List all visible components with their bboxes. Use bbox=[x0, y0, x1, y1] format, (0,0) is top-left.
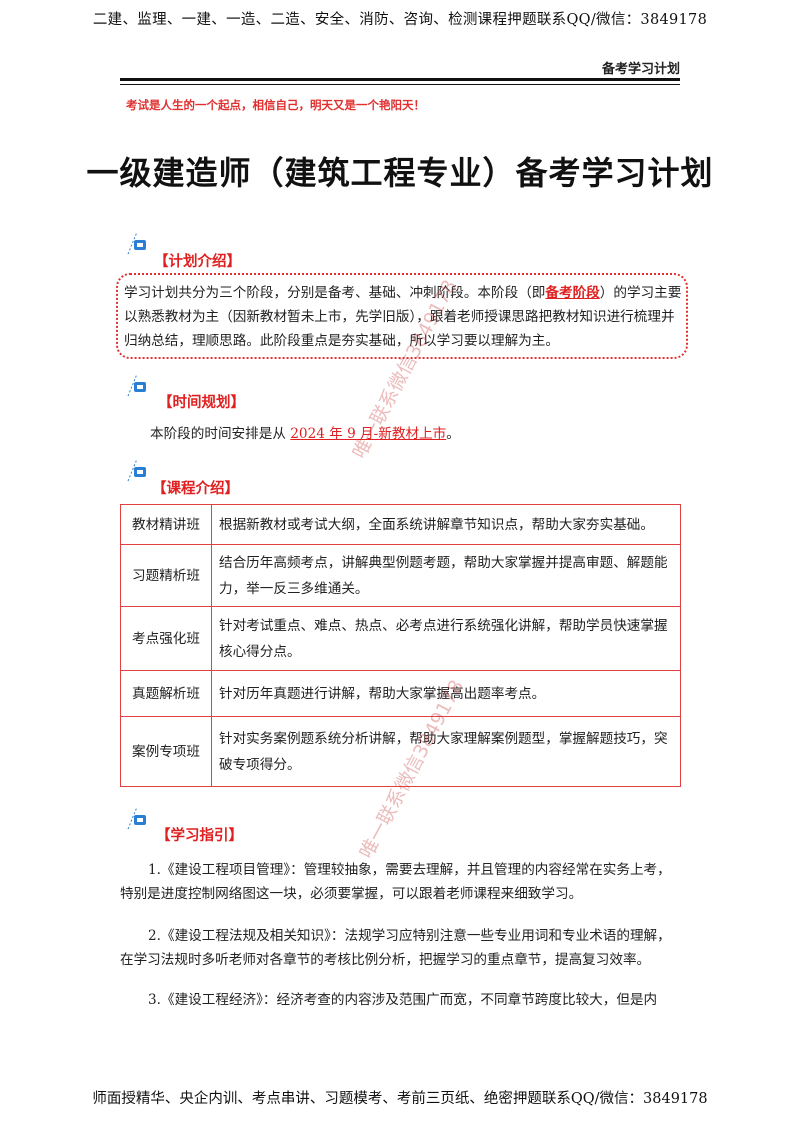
table-row: 教材精讲班根据新教材或考试大纲，全面系统讲解章节知识点，帮助大家夯实基础。 bbox=[120, 504, 681, 545]
section-title-guide: 【学习指引】 bbox=[156, 828, 243, 844]
bottom-banner: 师面授精华、央企内训、考点串讲、习题模考、考前三页纸、绝密押题联系QQ/微信：3… bbox=[92, 1091, 708, 1107]
course-name: 案例专项班 bbox=[120, 716, 212, 787]
table-row: 真题解析班针对历年真题进行讲解，帮助大家掌握高出题率考点。 bbox=[120, 670, 681, 717]
guide-item: 2.《建设工程法规及相关知识》：法规学习应特别注意一些专业用词和专业术语的理解，… bbox=[120, 928, 671, 968]
time-text: 本阶段的时间安排是从 2024 年 9 月-新教材上市。 bbox=[150, 426, 460, 442]
motto: 考试是人生的一个起点，相信自己，明天又是一个艳阳天！ bbox=[126, 98, 425, 112]
plan-intro-text: 学习计划共分为三个阶段，分别是备考、基础、冲刺阶段。本阶段（即备考阶段）的学习主… bbox=[124, 285, 682, 349]
section-book-icon bbox=[127, 806, 146, 830]
table-row: 案例专项班针对实务案例题系统分析讲解，帮助大家理解案例题型，掌握解题技巧，突破专… bbox=[120, 716, 681, 787]
course-desc: 根据新教材或考试大纲，全面系统讲解章节知识点，帮助大家夯实基础。 bbox=[211, 504, 681, 545]
table-row: 习题精析班结合历年高频考点，讲解典型例题考题，帮助大家掌握并提高审题、解题能力，… bbox=[120, 544, 681, 607]
header-rule-thin bbox=[120, 84, 680, 85]
plan-intro-box bbox=[116, 273, 688, 359]
guide-item: 3.《建设工程经济》：经济考查的内容涉及范围广而宽，不同章节跨度比较大，但是内 bbox=[148, 992, 658, 1008]
course-desc: 针对实务案例题系统分析讲解，帮助大家理解案例题型，掌握解题技巧，突破专项得分。 bbox=[211, 716, 681, 787]
section-book-icon bbox=[127, 458, 146, 482]
course-name: 考点强化班 bbox=[120, 606, 212, 671]
top-banner: 二建、监理、一建、一造、二造、安全、消防、咨询、检测课程押题联系QQ/微信：38… bbox=[92, 12, 708, 28]
course-name: 教材精讲班 bbox=[120, 504, 212, 545]
section-title-plan: 【计划介绍】 bbox=[154, 254, 241, 270]
course-desc: 结合历年高频考点，讲解典型例题考题，帮助大家掌握并提高审题、解题能力，举一反三多… bbox=[211, 544, 681, 607]
time-highlight: 2024 年 9 月-新教材上市 bbox=[290, 426, 447, 442]
course-name: 真题解析班 bbox=[120, 670, 212, 717]
section-title-time: 【时间规划】 bbox=[158, 395, 245, 411]
header-doc-label: 备考学习计划 bbox=[601, 62, 680, 77]
header-rule-thick bbox=[120, 78, 680, 81]
course-desc: 针对历年真题进行讲解，帮助大家掌握高出题率考点。 bbox=[211, 670, 681, 717]
course-table: 教材精讲班根据新教材或考试大纲，全面系统讲解章节知识点，帮助大家夯实基础。 习题… bbox=[120, 504, 681, 787]
course-name: 习题精析班 bbox=[120, 544, 212, 607]
section-book-icon bbox=[127, 373, 146, 397]
page-title: 一级建造师（建筑工程专业）备考学习计划 bbox=[86, 154, 714, 192]
section-title-course: 【课程介绍】 bbox=[152, 481, 239, 497]
guide-item: 1.《建设工程项目管理》：管理较抽象，需要去理解，并且管理的内容经常在实务上考，… bbox=[120, 862, 671, 902]
course-desc: 针对考试重点、难点、热点、必考点进行系统强化讲解，帮助学员快速掌握核心得分点。 bbox=[211, 606, 681, 671]
section-book-icon bbox=[127, 231, 146, 255]
table-row: 考点强化班针对考试重点、难点、热点、必考点进行系统强化讲解，帮助学员快速掌握核心… bbox=[120, 606, 681, 671]
plan-highlight: 备考阶段 bbox=[545, 285, 600, 301]
